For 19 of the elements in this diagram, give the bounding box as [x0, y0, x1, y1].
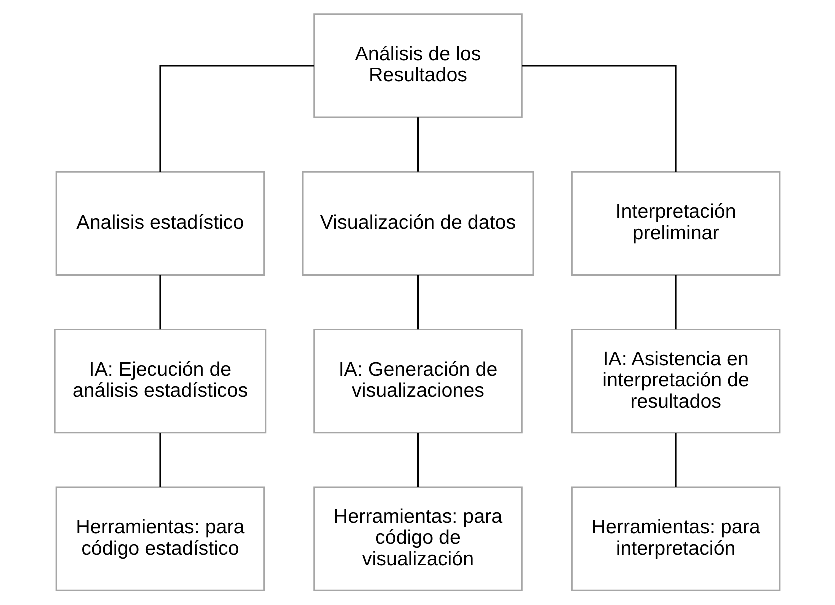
node-box: Interpretación preliminar [571, 171, 781, 276]
connector [418, 275, 420, 330]
connector [675, 275, 677, 330]
node-box: IA: Ejecución de análisis estadísticos [54, 329, 267, 434]
node-box: Análisis de los Resultados [314, 14, 523, 118]
connector [522, 65, 677, 172]
node-box: Visualización de datos [302, 171, 534, 276]
connector [160, 433, 162, 488]
node-box: Analisis estadístico [56, 171, 266, 276]
node-box: Herramientas: para código estadístico [56, 486, 266, 592]
connector [675, 433, 677, 488]
connector [160, 275, 162, 330]
connector [160, 65, 314, 172]
connector [418, 433, 420, 488]
connector [418, 118, 420, 172]
node-box: IA: Generación de visualizaciones [314, 329, 523, 434]
node-box: Herramientas: para interpretación [571, 486, 781, 592]
node-box: IA: Asistencia en interpretación de resultados [571, 329, 781, 434]
node-box: Herramientas: para código de visualización [314, 486, 523, 592]
